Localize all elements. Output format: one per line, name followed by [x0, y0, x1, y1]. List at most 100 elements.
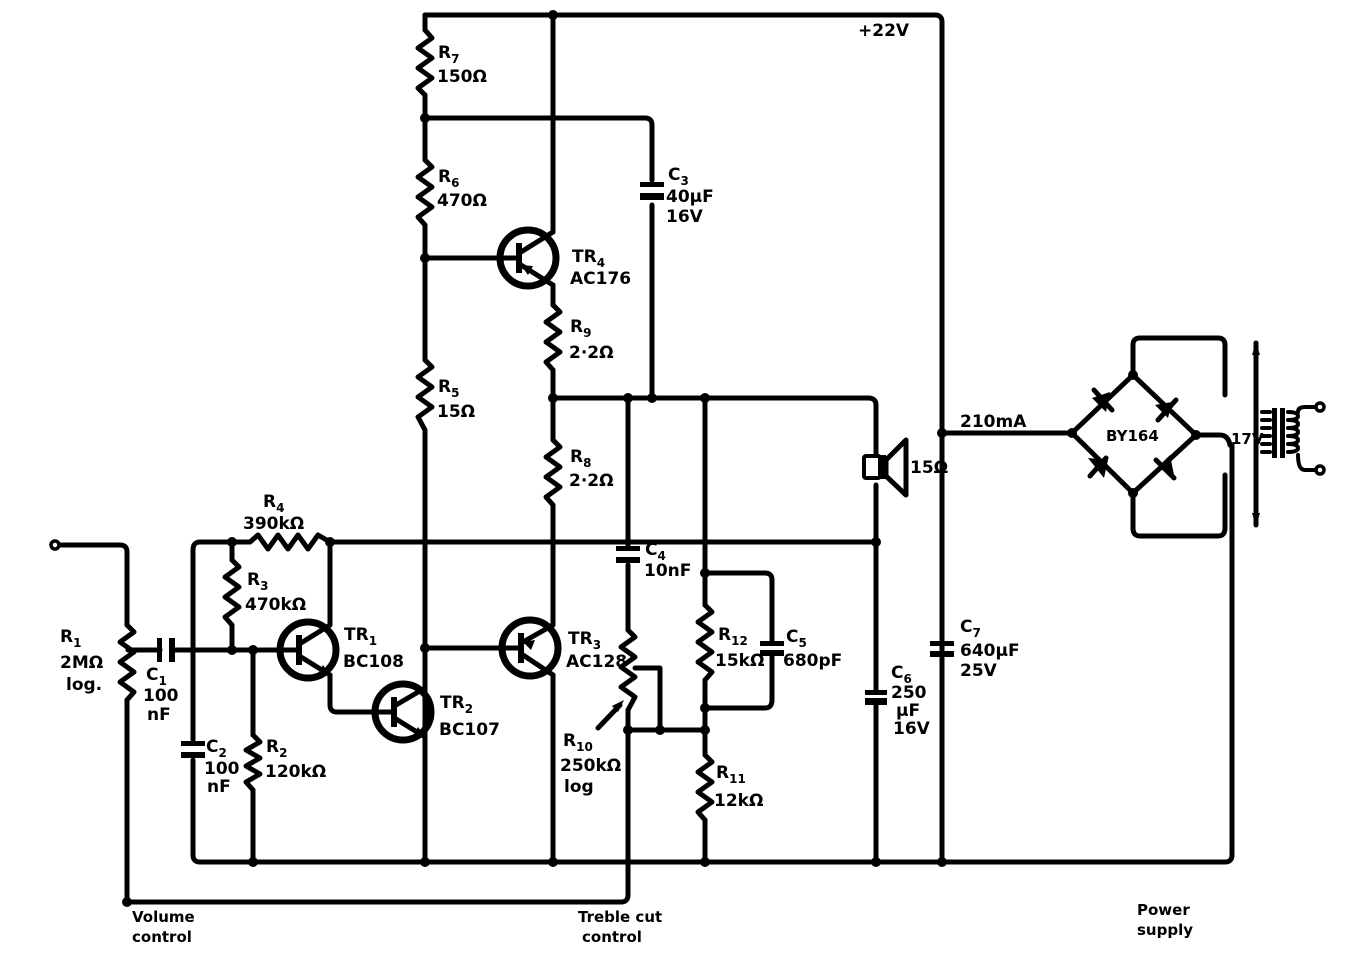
c2-unit: nF	[207, 777, 231, 797]
transistors	[276, 226, 562, 744]
capacitor-c3	[640, 182, 664, 187]
tr2-type: BC107	[439, 720, 500, 740]
treble-caption-line2: control	[582, 928, 642, 946]
capacitor-c2-plate	[181, 752, 205, 758]
transformer-voltage: 17V	[1231, 430, 1264, 448]
junction	[655, 725, 665, 735]
wire	[190, 539, 253, 653]
resistor-r3	[222, 557, 242, 628]
resistor-r9	[543, 302, 563, 373]
capacitor-c2	[181, 741, 205, 746]
wire	[550, 395, 879, 458]
r1-note: log.	[66, 675, 102, 695]
resistor-r12	[695, 602, 715, 683]
r5-ref: R5	[438, 377, 459, 400]
resistor-r6	[415, 157, 435, 228]
r3-value: 470kΩ	[245, 595, 306, 615]
capacitor-c7-plate	[930, 651, 954, 657]
r2-value: 120kΩ	[265, 762, 326, 782]
capacitor-c4	[616, 546, 640, 551]
junction	[871, 537, 881, 547]
junction	[248, 645, 258, 655]
c2-value: 100	[204, 759, 240, 779]
r3-ref: R3	[247, 570, 268, 593]
c6-value: 250	[891, 683, 927, 703]
junction	[420, 857, 430, 867]
c6-unit: µF	[896, 701, 920, 721]
speaker	[862, 437, 909, 498]
c3-value: 40µF	[666, 187, 714, 207]
transistor-tr2	[371, 680, 435, 744]
treble-caption-line1: Treble cut	[578, 908, 662, 926]
capacitor-c7	[930, 641, 954, 646]
r10-value: 250kΩ	[560, 756, 621, 776]
c4-ref: C4	[645, 540, 666, 563]
transistor-tr4	[496, 226, 560, 290]
junction	[623, 725, 633, 735]
junction	[700, 857, 710, 867]
transformer	[1252, 340, 1326, 528]
junction	[548, 10, 558, 20]
c3-rating: 16V	[666, 207, 704, 227]
c1-ref: C1	[146, 665, 167, 688]
junction	[937, 857, 947, 867]
wire	[1193, 432, 1233, 448]
junction	[548, 857, 558, 867]
input-terminal	[49, 539, 61, 551]
tr1-ref: TR1	[344, 625, 377, 648]
capacitor-c5	[760, 641, 784, 646]
junction	[871, 857, 881, 867]
resistor-r2	[243, 732, 263, 793]
supply-current-label: 210mA	[960, 412, 1027, 432]
volume-caption-line2: control	[132, 928, 192, 946]
power-caption-line2: supply	[1137, 921, 1193, 939]
resistor-r4	[247, 532, 333, 552]
tr3-ref: TR3	[568, 629, 601, 652]
diode-1	[1092, 392, 1110, 412]
tr1-type: BC108	[343, 652, 404, 672]
r9-value: 2·2Ω	[569, 343, 614, 363]
c4-value: 10nF	[644, 561, 691, 581]
wire	[702, 570, 775, 643]
capacitor-c1	[157, 638, 162, 662]
junction	[700, 703, 710, 713]
bridge-type: BY164	[1106, 427, 1159, 445]
r1-value: 2MΩ	[60, 653, 103, 673]
junction	[420, 643, 430, 653]
wire	[702, 652, 775, 711]
c7-rating: 25V	[960, 661, 998, 681]
r10-ref: R10	[563, 731, 593, 754]
capacitor-c6	[865, 690, 887, 695]
c6-rating: 16V	[893, 719, 931, 739]
transistor-tr3	[497, 616, 562, 680]
supply-voltage-label: +22V	[858, 21, 910, 41]
capacitor-c4-plate	[616, 557, 640, 563]
junction	[420, 113, 430, 123]
capacitor-c6-plate	[865, 698, 887, 705]
r12-value: 15kΩ	[715, 651, 764, 671]
resistor-r1	[117, 622, 137, 703]
r1-ref: R1	[60, 627, 81, 650]
junction	[937, 428, 947, 438]
junction	[248, 857, 258, 867]
r8-value: 2·2Ω	[569, 471, 614, 491]
r12-ref: R12	[718, 625, 748, 648]
wire	[52, 542, 130, 628]
junction	[420, 253, 430, 263]
resistors	[117, 27, 715, 823]
junction	[623, 393, 633, 403]
r11-ref: R11	[716, 763, 746, 786]
junction	[122, 897, 132, 907]
resistor-r8	[543, 437, 563, 508]
r9-ref: R9	[570, 317, 591, 340]
transistor-tr1	[276, 618, 340, 682]
supply-rail-wire	[422, 12, 945, 433]
resistor-r5	[415, 357, 435, 433]
speaker-impedance: 15Ω	[910, 458, 948, 478]
capacitors	[157, 182, 954, 758]
wire	[1130, 472, 1228, 539]
mains-terminal-2	[1314, 464, 1326, 476]
r5-value: 15Ω	[437, 402, 475, 422]
c1-value: 100	[143, 686, 179, 706]
